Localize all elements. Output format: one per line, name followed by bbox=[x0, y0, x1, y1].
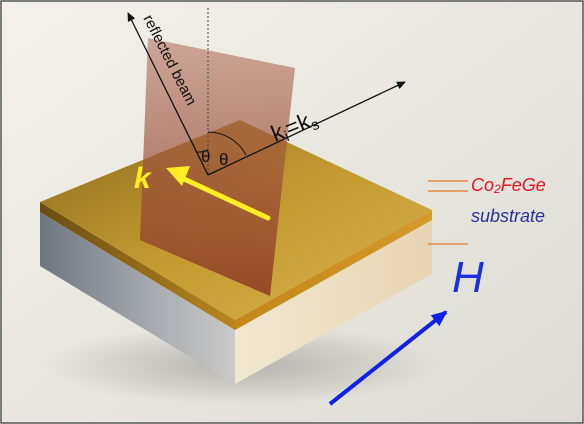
substrate-label: substrate bbox=[471, 206, 545, 226]
k-vector-shaft bbox=[179, 175, 271, 221]
k-vector-head bbox=[166, 166, 190, 186]
theta-right-label: θ bbox=[219, 150, 228, 169]
film-right-face bbox=[235, 210, 432, 330]
film-label: Co2FeGe bbox=[471, 175, 546, 196]
plane-of-incidence bbox=[140, 38, 295, 296]
field-arrow bbox=[328, 310, 448, 406]
k-vector-label: k bbox=[134, 162, 152, 195]
wavevector-arrow bbox=[207, 81, 406, 176]
angle-arc-right bbox=[207, 131, 247, 156]
angle-arc-left bbox=[195, 149, 209, 153]
field-label: H bbox=[452, 253, 484, 302]
substrate-left-face bbox=[40, 212, 235, 384]
theta-left-label: θ bbox=[201, 147, 210, 166]
film-left-face bbox=[40, 202, 235, 330]
substrate-right-face bbox=[235, 220, 432, 384]
reflected-beam-arrow bbox=[127, 12, 209, 176]
